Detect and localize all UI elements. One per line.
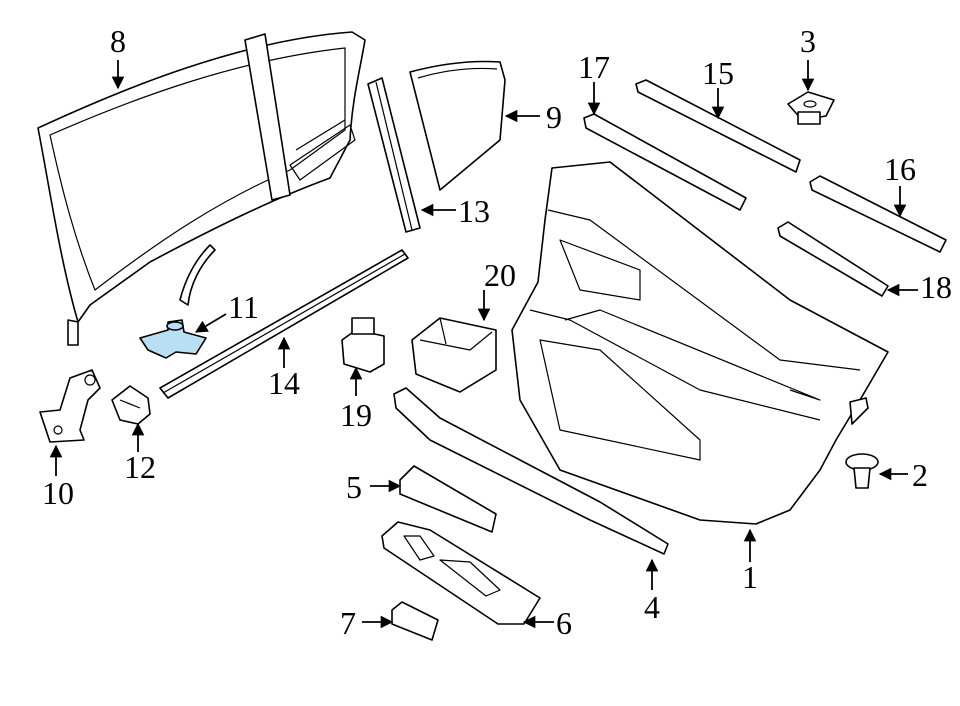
part-9-quarter-glass: [409, 60, 506, 191]
part-13-division-bar: [367, 77, 421, 233]
callout-20: 20: [484, 257, 516, 293]
part-12-clip: [111, 385, 151, 425]
part-3-fastener: [787, 91, 835, 125]
part-20-window-switch: [411, 317, 497, 393]
part-1-door-trim-panel: [511, 161, 889, 525]
part-19-switch: [341, 317, 385, 373]
callout-labels: 8 9 3 15 17 16 13 18 11 20 14 19 10 12 2…: [42, 23, 952, 641]
part-4-armrest-trim: [393, 387, 669, 555]
callout-11: 11: [228, 289, 259, 325]
part-15-seal-strip: [635, 79, 801, 173]
callout-1: 1: [742, 559, 758, 595]
callout-19: 19: [340, 397, 372, 433]
part-10-hinge-bracket: [39, 369, 101, 443]
callout-8: 8: [110, 23, 126, 59]
callout-arrows: [49, 60, 918, 629]
callout-4: 4: [644, 589, 660, 625]
callout-7: 7: [340, 605, 356, 641]
callout-13: 13: [458, 193, 490, 229]
part-14-belt-molding: [159, 249, 409, 399]
callout-3: 3: [800, 23, 816, 59]
callout-17: 17: [578, 49, 610, 85]
part-5-switch-bezel: [399, 465, 497, 533]
part-11-regulator-bracket: [139, 319, 207, 359]
callout-9: 9: [546, 99, 562, 135]
callout-10: 10: [42, 475, 74, 511]
callout-5: 5: [346, 469, 362, 505]
part-6-armrest-insert: [381, 521, 541, 625]
callout-16: 16: [884, 151, 916, 187]
callout-6: 6: [556, 605, 572, 641]
callout-18: 18: [920, 269, 952, 305]
callout-15: 15: [702, 55, 734, 91]
part-2-push-fastener: [845, 453, 879, 489]
part-18-seal-strip: [777, 221, 889, 297]
part-16-seal-strip: [809, 175, 947, 253]
part-8-door-glass: [37, 31, 366, 346]
part-7-block: [391, 601, 439, 641]
callout-12: 12: [124, 449, 156, 485]
callout-2: 2: [912, 457, 928, 493]
callout-14: 14: [268, 365, 300, 401]
